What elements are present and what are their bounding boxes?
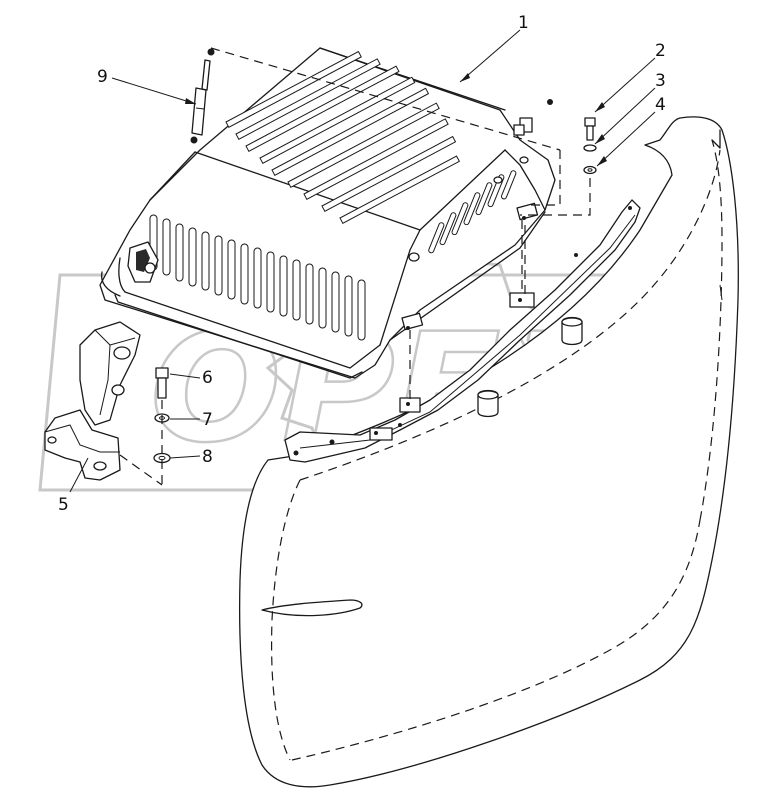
air-cleaner-cover (99, 47, 556, 379)
bolt-assembly-top (583, 117, 597, 175)
hood-shell (238, 116, 739, 788)
callout-3: 3 (655, 71, 666, 91)
callout-7: 7 (202, 410, 213, 430)
leader-lines (69, 29, 656, 493)
gas-strut (190, 48, 215, 144)
callout-1: 1 (518, 13, 529, 33)
bolt-assembly-bottom (153, 367, 171, 464)
callout-4: 4 (655, 95, 666, 115)
front-vent-slots (149, 214, 366, 341)
side-vent-slots (428, 170, 517, 254)
mounting-bracket (44, 321, 141, 481)
callout-2: 2 (655, 41, 666, 61)
callout-labels: 1 2 3 4 5 6 7 8 9 (58, 13, 666, 515)
callout-6: 6 (202, 368, 213, 388)
top-vent-slots (225, 50, 461, 224)
latch-icon (127, 241, 159, 283)
mounting-rail (284, 199, 641, 463)
callout-5: 5 (58, 495, 69, 515)
callout-8: 8 (202, 447, 213, 467)
callout-9: 9 (97, 67, 108, 87)
assembly-lines (119, 47, 591, 486)
